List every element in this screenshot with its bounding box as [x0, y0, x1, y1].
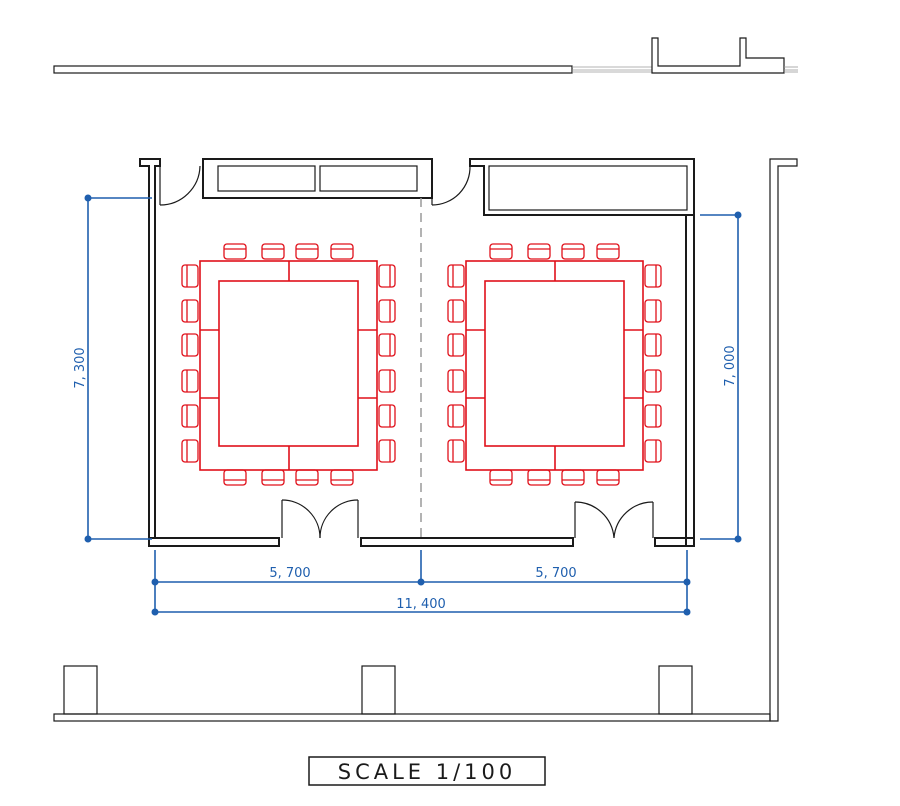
chair — [561, 469, 585, 486]
chair — [330, 469, 354, 486]
chair — [644, 299, 662, 323]
chair — [447, 264, 465, 288]
scale-indicator: SCALE 1/100 — [308, 756, 546, 786]
chair — [644, 333, 662, 357]
chair — [447, 299, 465, 323]
double-door-left-room — [281, 499, 359, 539]
right-outer-wall — [769, 158, 798, 722]
chair — [181, 369, 199, 393]
chair — [644, 369, 662, 393]
table-ring — [199, 260, 378, 471]
dimension-right-label: 7, 000 — [723, 345, 738, 386]
upper-wall-segment — [53, 37, 798, 74]
chair — [181, 299, 199, 323]
chair — [181, 404, 199, 428]
door-top-left — [159, 165, 201, 206]
chair — [527, 469, 551, 486]
chair — [489, 469, 513, 486]
chair — [378, 299, 396, 323]
dimension-room-b-label: 5, 700 — [535, 566, 576, 581]
chair — [378, 404, 396, 428]
chair — [644, 439, 662, 463]
table-ring — [465, 260, 644, 471]
chair — [596, 243, 620, 260]
room-b-furniture — [447, 243, 662, 486]
dimension-left: 7, 300 — [73, 194, 152, 543]
bottom-outer-wall — [53, 665, 771, 722]
chair — [181, 264, 199, 288]
chair — [378, 264, 396, 288]
chair — [378, 333, 396, 357]
chair — [378, 369, 396, 393]
chair — [223, 243, 247, 260]
chair — [295, 469, 319, 486]
dimension-right: 7, 000 — [700, 211, 742, 543]
column — [658, 665, 693, 715]
double-door-right-room — [574, 501, 654, 539]
chair — [447, 333, 465, 357]
dimension-total-label: 11, 400 — [396, 597, 446, 612]
chair — [527, 243, 551, 260]
dimension-left-label: 7, 300 — [73, 347, 88, 388]
room-a-furniture — [181, 243, 396, 486]
table-inner-edge — [484, 280, 625, 447]
chair — [261, 469, 285, 486]
chair — [181, 439, 199, 463]
chair — [644, 264, 662, 288]
chair — [181, 333, 199, 357]
chair — [330, 243, 354, 260]
chair — [489, 243, 513, 260]
column — [63, 665, 98, 715]
column — [361, 665, 396, 715]
chair — [644, 404, 662, 428]
chair — [223, 469, 247, 486]
table-inner-edge — [218, 280, 359, 447]
dimension-room-a-label: 5, 700 — [269, 566, 310, 581]
chair — [447, 439, 465, 463]
furniture-layout — [181, 243, 662, 486]
dimension-bottom: 5, 700 5, 700 11, 400 — [151, 550, 691, 616]
chair — [378, 439, 396, 463]
chair — [447, 404, 465, 428]
door-top-middle — [431, 165, 471, 206]
chair — [596, 469, 620, 486]
chair — [261, 243, 285, 260]
scale-label: SCALE 1/100 — [338, 760, 517, 784]
chair — [561, 243, 585, 260]
room-walls — [139, 158, 695, 547]
chair — [447, 369, 465, 393]
chair — [295, 243, 319, 260]
